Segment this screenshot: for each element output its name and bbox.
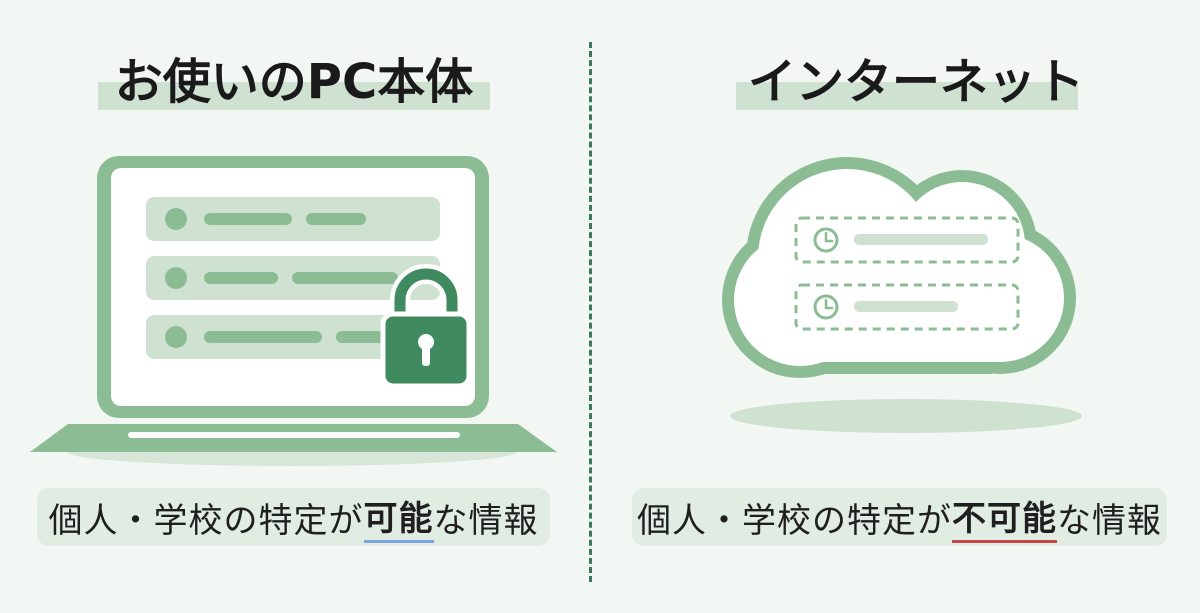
right-caption-emphasis: 不可能 <box>952 491 1057 543</box>
cloud-entry <box>794 216 1020 264</box>
left-caption-pre: 個人・学校の特定が <box>48 500 364 541</box>
clock-icon <box>813 294 839 320</box>
cloud-entry <box>794 283 1020 331</box>
left-panel: お使いのPC本体 <box>30 54 557 546</box>
screen-row <box>146 197 440 241</box>
cloud-shadow <box>730 399 1082 433</box>
screen-row <box>146 315 440 359</box>
right-caption-pre: 個人・学校の特定が <box>637 500 952 541</box>
right-panel: インターネット <box>600 0 1200 613</box>
cloud-icon <box>722 157 1082 433</box>
clock-icon <box>813 227 839 253</box>
left-title-text: お使いのPC本体 <box>114 54 474 110</box>
right-title-text: インターネット <box>748 54 1085 110</box>
left-caption-emphasis: 可能 <box>363 491 434 543</box>
right-title: インターネット <box>736 54 1085 110</box>
title-highlight <box>736 82 1078 110</box>
laptop-icon <box>30 156 557 466</box>
center-divider <box>589 42 592 582</box>
left-title: お使いのPC本体 <box>98 54 490 110</box>
right-caption: 個人・学校の特定が不可能な情報 <box>632 488 1167 546</box>
left-caption: 個人・学校の特定が可能な情報 <box>37 488 550 546</box>
lock-icon <box>380 264 472 389</box>
right-caption-post: な情報 <box>1057 500 1162 541</box>
screen-row <box>146 256 440 300</box>
title-highlight <box>98 82 490 110</box>
left-caption-post: な情報 <box>433 500 539 541</box>
laptop-base-line <box>128 432 460 438</box>
